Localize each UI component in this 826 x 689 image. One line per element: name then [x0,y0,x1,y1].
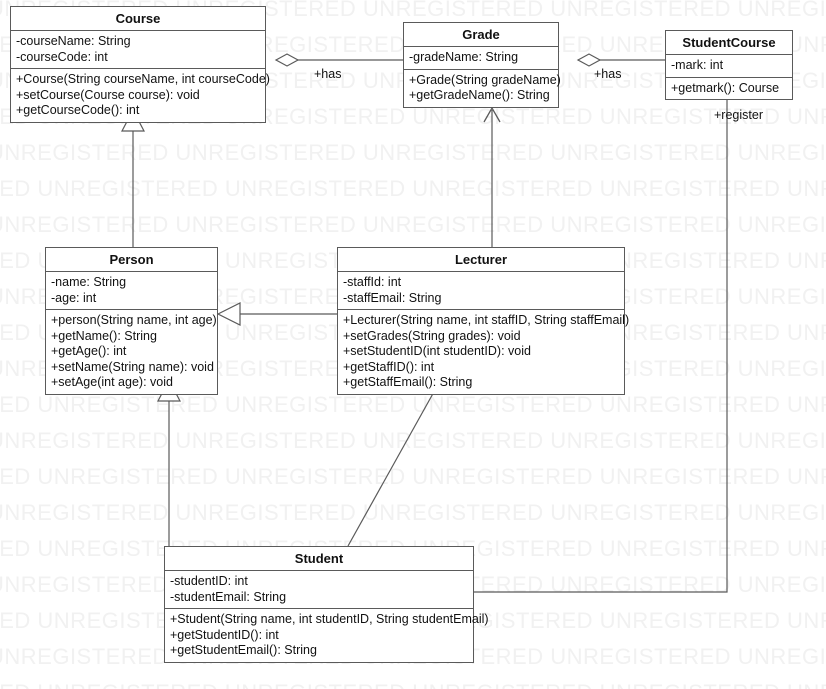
attribute-line: -courseCode: int [16,49,108,64]
operation-line: +setGrades(String grades): void [343,328,521,343]
operation-line: +setName(String name): void [51,359,214,374]
class-attributes-student: -studentID: int -studentEmail: String [165,571,473,609]
operation-line: +Student(String name, int studentID, Str… [170,612,489,626]
watermark-text: UNREGISTERED UNREGISTERED UNREGISTERED U… [0,140,826,165]
operation-line: +getStudentEmail(): String [170,643,317,657]
attribute-line: -name: String [51,275,127,289]
operation-line: +getGradeName(): String [409,88,550,102]
operation-line: +getCourseCode(): int [16,103,140,117]
class-box-student[interactable]: Student -studentID: int -studentEmail: S… [164,546,489,663]
edge-label-grade-studentcourse: +has [594,67,622,81]
class-box-grade[interactable]: Grade -gradeName: String +Grade(String g… [403,22,561,108]
operation-line: +setAge(int age): void [51,375,173,389]
watermark-text: UNREGISTERED UNREGISTERED UNREGISTERED U… [0,464,826,489]
edge-student-person [157,378,181,546]
watermark-text: UNREGISTERED UNREGISTERED UNREGISTERED U… [0,212,826,237]
watermark-text: UNREGISTERED UNREGISTERED UNREGISTERED U… [0,500,826,525]
watermark-text: UNREGISTERED UNREGISTERED UNREGISTERED U… [0,428,826,453]
edge-lecturer-person [216,302,337,326]
operation-line: +setCourse(Course course): void [16,87,200,102]
operation-line: +getStaffID(): int [343,359,435,374]
operation-line: +person(String name, int age) [51,313,217,327]
operation-line: +getAge(): int [51,344,127,358]
operation-line: +getmark(): Course [671,80,780,95]
class-box-person[interactable]: Person -name: String -age: int +person(S… [45,247,218,395]
attribute-line: -studentEmail: String [170,589,287,604]
attribute-line: -studentID: int [170,574,248,588]
operation-line: +setStudentID(int studentID): void [343,344,531,358]
operation-line: +Grade(String gradeName) [409,72,561,87]
watermark-text: UNREGISTERED UNREGISTERED UNREGISTERED U… [0,176,826,201]
attribute-line: -gradeName: String [409,50,519,64]
edge-label-course-grade: +has [314,67,342,81]
class-operations-lecturer: +Lecturer(String name, int staffID, Stri… [338,310,630,394]
edge-person-course [121,108,145,247]
edge-lecturer-grade [483,106,501,247]
class-title-course: Course [11,7,265,31]
operation-line: +getStudentID(): int [170,627,279,642]
class-operations-grade: +Grade(String gradeName) +getGradeName()… [404,69,561,107]
attribute-line: -mark: int [671,58,724,72]
class-title-person: Person [46,248,217,272]
class-attributes-studentcourse: -mark: int [666,55,792,78]
operation-line: +getName(): String [51,328,157,343]
class-title-grade: Grade [404,23,558,47]
class-title-studentcourse: StudentCourse [666,31,792,55]
edge-label-studentcourse-student: +register [714,108,763,122]
edge-grade-studentcourse [576,53,665,67]
operation-line: +Lecturer(String name, int staffID, Stri… [343,313,630,327]
edge-course-grade [274,53,403,67]
watermark-text: UNREGISTERED UNREGISTERED UNREGISTERED U… [0,680,826,689]
class-box-lecturer[interactable]: Lecturer -staffId: int -staffEmail: Stri… [337,247,630,395]
attribute-line: -staffId: int [343,275,402,289]
class-title-lecturer: Lecturer [338,248,624,272]
attribute-line: -courseName: String [16,34,131,48]
class-box-studentcourse[interactable]: StudentCourse -mark: int +getmark(): Cou… [665,30,793,100]
class-attributes-person: -name: String -age: int [46,272,217,310]
class-operations-person: +person(String name, int age) +getName()… [46,310,217,394]
operation-line: +getStaffEmail(): String [343,375,473,389]
operation-line: +Course(String courseName, int courseCod… [16,72,270,86]
class-operations-course: +Course(String courseName, int courseCod… [11,69,270,122]
class-attributes-lecturer: -staffId: int -staffEmail: String [338,272,624,310]
watermark-text: UNREGISTERED UNREGISTERED UNREGISTERED U… [0,392,826,417]
class-operations-studentcourse: +getmark(): Course [666,77,792,99]
class-title-student: Student [165,547,473,571]
class-attributes-course: -courseName: String -courseCode: int [11,31,265,69]
class-attributes-grade: -gradeName: String [404,47,558,70]
attribute-line: -staffEmail: String [343,290,442,305]
class-operations-student: +Student(String name, int studentID, Str… [165,609,489,662]
class-box-course[interactable]: Course -courseName: String -courseCode: … [10,6,270,123]
edge-lecturer-student [347,380,441,547]
attribute-line: -age: int [51,290,97,305]
